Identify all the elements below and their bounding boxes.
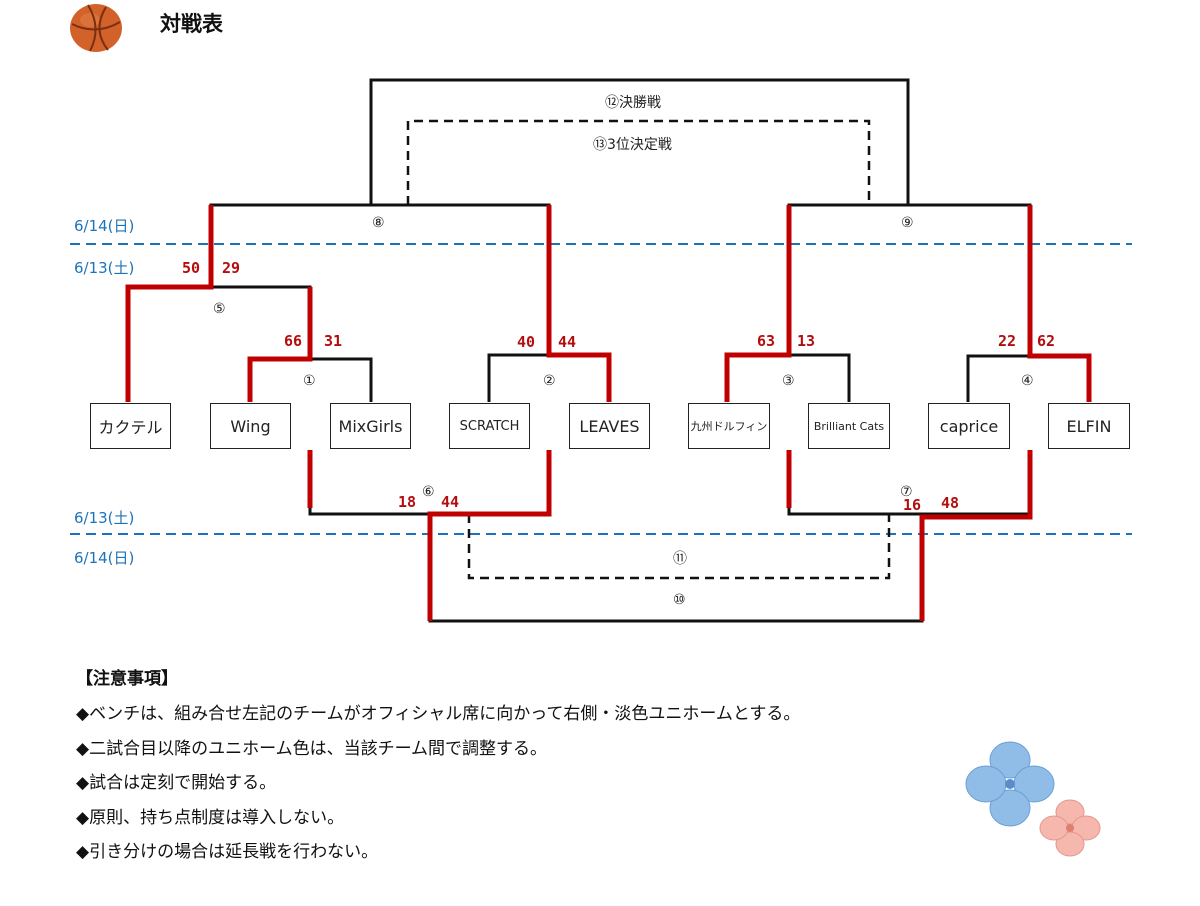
notes-section: 【注意事項】 ◆ベンチは、組み合せ左記のチームがオフィシャル席に向かって右側・淡… <box>76 664 976 870</box>
score-m2-left: 40 <box>517 333 536 351</box>
score-m5-left: 50 <box>182 259 201 277</box>
score-m1-left: 66 <box>284 332 303 350</box>
match-number-4: ④ <box>1021 373 1034 389</box>
team-box-elfin: ELFIN <box>1048 403 1130 449</box>
team-box-brilliant-cats: Brilliant Cats <box>808 403 890 449</box>
score-m4-left: 22 <box>998 332 1017 350</box>
score-m6-left: 18 <box>398 493 417 511</box>
note-item: ◆引き分けの場合は延長戦を行わない。 <box>76 842 379 862</box>
basketball-icon <box>70 4 122 52</box>
score-m3-left: 63 <box>757 332 776 350</box>
match-number-3: ③ <box>782 373 795 389</box>
date-dividers <box>70 243 1132 535</box>
date-label-bottom-day1: 6/13(土) <box>74 509 135 527</box>
date-label-top-day2: 6/14(日) <box>74 217 135 235</box>
bracket-black-lines <box>126 78 1091 623</box>
match-number-7: ⑦ <box>900 484 913 500</box>
team-box-caprice: caprice <box>928 403 1010 449</box>
date-label-bottom-day2: 6/14(日) <box>74 549 135 567</box>
team-box-mixgirls: MixGirls <box>330 403 411 449</box>
page-title: 対戦表 <box>160 12 223 36</box>
team-box-kyushu-dolphin: 九州ドルフィン <box>688 403 770 449</box>
score-m6-right: 44 <box>441 493 460 511</box>
match-number-11: ⑪ <box>673 551 687 567</box>
team-box-scratch: SCRATCH <box>449 403 530 449</box>
third-place-label: ⑬3位決定戦 <box>593 137 672 153</box>
match-number-8: ⑧ <box>372 215 385 231</box>
score-m5-right: 29 <box>222 259 241 277</box>
score-m7-right: 48 <box>941 494 960 512</box>
score-m3-right: 13 <box>797 332 816 350</box>
team-box-cocktail: カクテル <box>90 403 171 449</box>
note-item: ◆ベンチは、組み合せ左記のチームがオフィシャル席に向かって右側・淡色ユニホームと… <box>76 704 801 724</box>
match-number-2: ② <box>543 373 556 389</box>
team-box-wing: Wing <box>210 403 291 449</box>
score-m2-right: 44 <box>558 333 577 351</box>
note-item: ◆原則、持ち点制度は導入しない。 <box>76 807 345 828</box>
score-m7-left: 16 <box>903 496 922 514</box>
hydrangea-flower-icon <box>965 741 1101 857</box>
date-label-top-day1: 6/13(土) <box>74 259 135 277</box>
note-item: ◆二試合目以降のユニホーム色は、当該チーム間で調整する。 <box>76 738 548 759</box>
match-number-1: ① <box>303 373 316 389</box>
match-number-5: ⑤ <box>213 301 226 317</box>
tournament-bracket <box>70 78 1132 623</box>
score-m1-right: 31 <box>324 332 343 350</box>
bracket-dashed-lines <box>406 119 891 580</box>
match-number-10: ⑩ <box>673 592 686 608</box>
team-box-leaves: LEAVES <box>569 403 650 449</box>
match-number-9: ⑨ <box>901 215 914 231</box>
match-number-6: ⑥ <box>422 484 435 500</box>
final-label: ⑫決勝戦 <box>605 95 661 111</box>
note-item: ◆試合は定刻で開始する。 <box>76 773 277 793</box>
notes-title: 【注意事項】 <box>76 669 178 689</box>
score-m4-right: 62 <box>1037 332 1056 350</box>
winner-path-lines <box>125 205 1092 621</box>
